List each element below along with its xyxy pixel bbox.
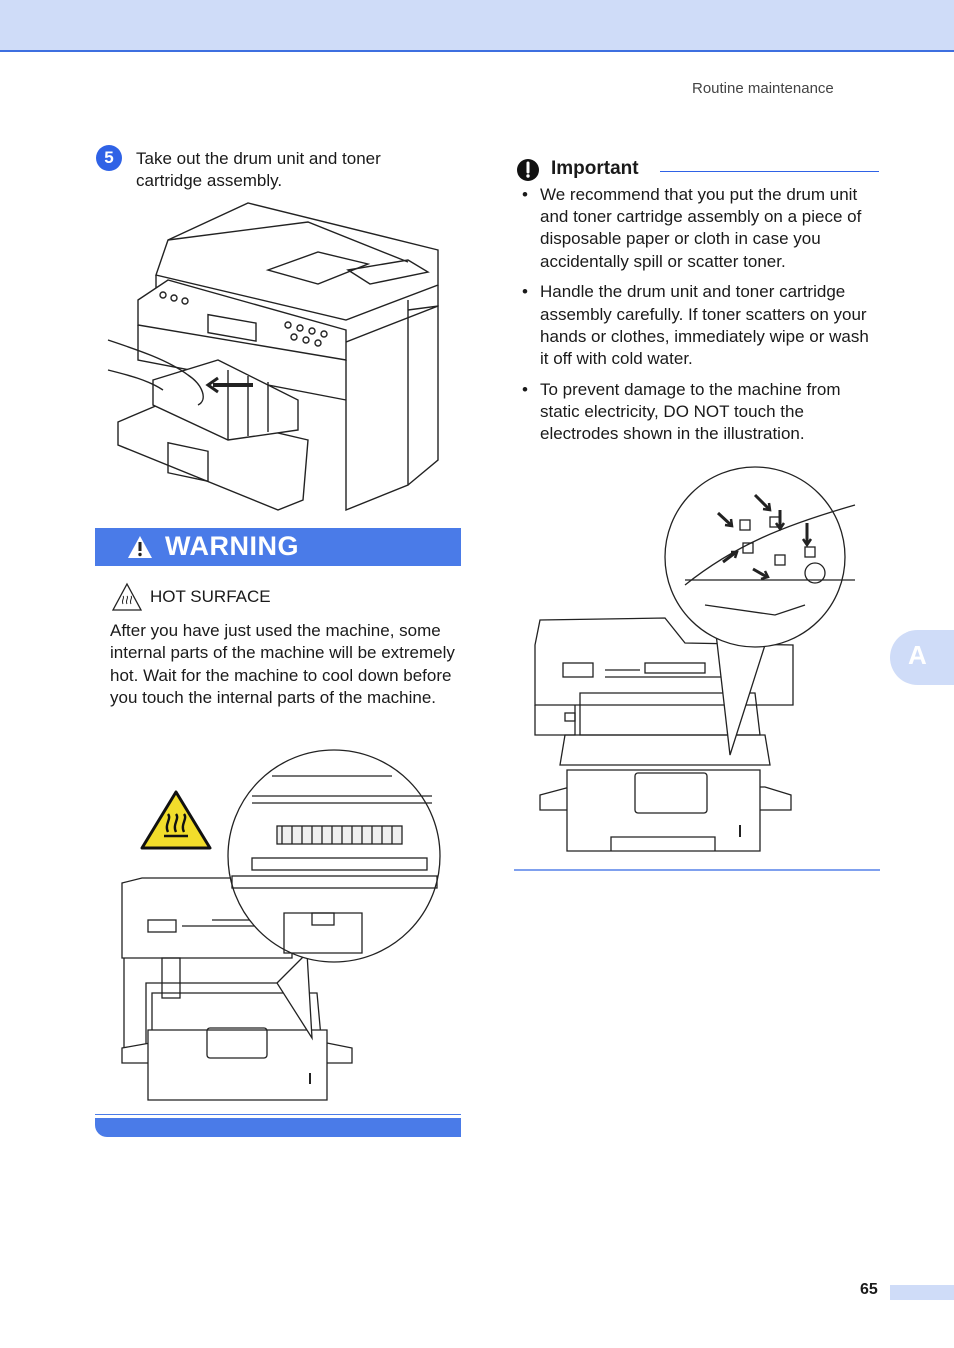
warning-end-line [95,1114,461,1115]
list-item: • To prevent damage to the machine from s… [520,379,882,446]
exclamation-circle-icon [517,159,539,181]
important-rule [660,171,879,172]
warning-end-bar [95,1118,461,1137]
list-item-text: We recommend that you put the drum unit … [540,185,862,271]
step-number-badge: 5 [96,145,122,171]
bullet: • [522,185,528,204]
drum-removal-illustration [107,202,439,512]
electrodes-illustration [534,466,856,852]
important-title: Important [551,158,639,179]
warning-triangle-icon [128,536,152,558]
hot-surface-illustration [121,749,441,1101]
page-number-tab [890,1285,954,1300]
warning-title: WARNING [165,531,299,561]
hot-surface-label: HOT SURFACE [150,587,271,606]
bullet: • [522,379,528,399]
list-item: • Handle the drum unit and toner cartridg… [520,281,882,370]
important-list: • We recommend that you put the drum unit… [520,184,882,454]
hot-surface-icon [111,582,143,611]
page-number: 65 [860,1281,878,1298]
warning-body-text: After you have just used the machine, so… [110,621,455,707]
step-instruction: Take out the drum unit and toner cartrid… [136,149,381,190]
appendix-tab-letter: A [908,640,927,670]
list-item-text: To prevent damage to the machine from st… [540,379,841,444]
appendix-side-tab [890,630,954,685]
warning-banner [95,528,461,566]
important-end-line [514,869,880,871]
top-header-band [0,0,954,52]
running-header: Routine maintenance [692,80,834,97]
list-item: • We recommend that you put the drum unit… [520,184,882,273]
bullet: • [522,282,528,302]
list-item-text: Handle the drum unit and toner cartridge… [540,282,869,368]
